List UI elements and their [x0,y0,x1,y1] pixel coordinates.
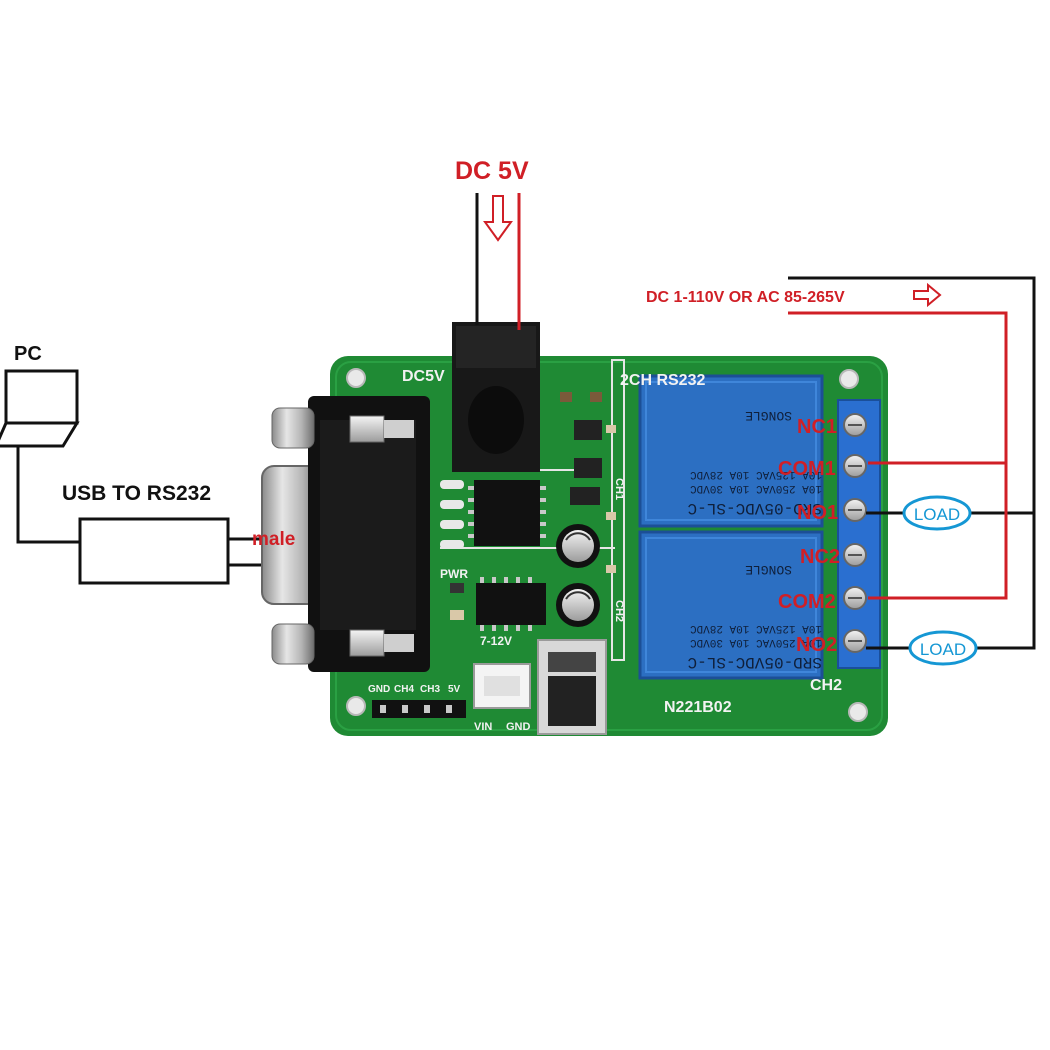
relay1-rating2: 10A 125VAC 10A 28VDC [690,468,822,480]
silk-header-ch4: CH4 [394,684,414,695]
silk-ch2-side: CH2 [613,600,625,622]
terminal-nc2: NC2 [800,546,840,568]
db9-male-connector [261,396,430,672]
silk-gnd: GND [506,721,531,733]
terminal-com1: COM1 [778,458,836,480]
silk-dc5v: DC5V [402,368,445,385]
silk-ch1: CH1 [613,478,625,500]
silk-title: 2CH RS232 [620,372,705,389]
terminal-no1: NO1 [797,502,838,524]
relay-ch2 [638,530,824,680]
relay1-part: SRD-05VDC-SL-C [688,499,822,517]
silk-pwr: PWR [440,567,468,581]
dc-input-label: DC 5V [455,157,529,185]
relay1-brand: SONGLE [745,408,792,423]
relay2-brand: SONGLE [745,562,792,577]
silk-vin-range: 7-12V [480,634,512,648]
relay1-rating1: 10A 250VAC 10A 30VDC [690,482,822,494]
load-supply-wires [788,276,1036,650]
pc-label: PC [14,343,42,365]
load1-badge: LOAD [902,495,972,531]
relay2-part: SRD-05VDC-SL-C [688,653,822,671]
relay-ch1 [638,374,824,528]
relay2-rating1: 10A 250VAC 10A 30VDC [690,636,822,648]
down-arrow-icon [483,195,513,242]
silk-vin: VIN [474,721,492,733]
usb-adapter-label: USB TO RS232 [62,482,211,505]
terminal-nc1: NC1 [797,416,837,438]
male-label: male [252,529,295,550]
load-supply-label: DC 1-110V OR AC 85-265V [646,289,845,306]
right-arrow-icon [913,282,942,308]
pin-header [372,700,466,718]
electrolytic-capacitors [556,524,600,627]
smd-components [440,392,616,620]
dc5v-input-wires [475,193,521,330]
load2-label: LOAD [920,640,966,659]
usb-rs232-adapter [78,517,230,585]
voltage-regulator [537,639,607,735]
screw-terminal-block [837,399,881,669]
jst-connector [473,663,531,709]
relay2-rating2: 10A 125VAC 10A 28VDC [690,622,822,634]
load1-label: LOAD [914,505,960,524]
ic-chips [468,480,546,631]
silk-header-gnd: GND [368,684,390,695]
silk-ch2-bottom: CH2 [810,677,842,694]
db9-screw-posts [271,407,414,665]
terminal-com2: COM2 [778,591,836,613]
pc-laptop-icon [0,369,80,448]
pc-usb-cable [16,446,262,567]
silk-model: N221B02 [664,699,732,716]
dc-barrel-jack [452,322,540,472]
silk-header-5v: 5V [448,684,461,695]
terminal-no2: NO2 [796,634,837,656]
silk-header-ch3: CH3 [420,684,440,695]
load2-badge: LOAD [908,630,978,666]
